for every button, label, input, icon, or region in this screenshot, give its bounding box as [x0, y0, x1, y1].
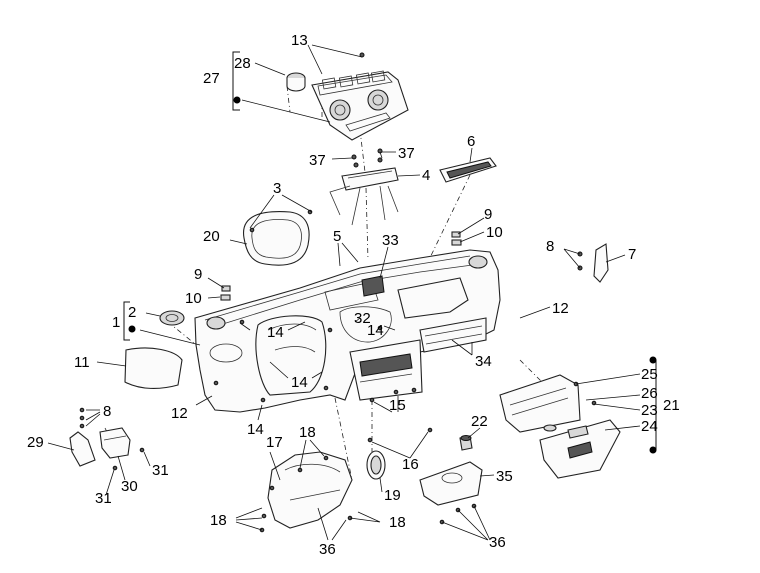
callout-20: 20: [203, 228, 220, 245]
callout-31b: 31: [95, 490, 112, 507]
callout-4: 4: [422, 167, 430, 184]
callout-10b: 10: [185, 290, 202, 307]
cluster-hood-part-20: [243, 209, 313, 266]
callout-19: 19: [384, 487, 401, 504]
callout-35: 35: [496, 468, 513, 485]
callout-32: 32: [354, 310, 371, 327]
callout-2: 2: [128, 304, 136, 321]
glovebox-part-21: [499, 374, 621, 479]
callout-37a: 37: [309, 152, 326, 169]
callout-13: 13: [291, 32, 308, 49]
screw-parts-15-16: [367, 387, 433, 443]
callout-17: 17: [266, 434, 283, 451]
callout-18b: 18: [210, 512, 227, 529]
callout-27: 27: [203, 70, 220, 87]
callout-22: 22: [471, 413, 488, 430]
callout-23: 23: [641, 402, 658, 419]
callout-33: 33: [382, 232, 399, 249]
clip-parts-9-10: [220, 231, 462, 301]
callout-1: 1: [112, 314, 120, 331]
callout-34: 34: [475, 353, 492, 370]
callout-9a: 9: [484, 206, 492, 223]
callout-3: 3: [273, 180, 281, 197]
callout-7: 7: [628, 246, 636, 263]
callout-31a: 31: [152, 462, 169, 479]
callout-36a: 36: [319, 541, 336, 558]
cover-part-11: [124, 347, 183, 389]
bracket-part-29: [69, 407, 96, 467]
column-cover-part-17: [259, 451, 353, 533]
center-vent-panel: [311, 70, 409, 141]
callout-8b: 8: [103, 403, 111, 420]
bezel-part-6: [439, 157, 497, 183]
callout-37b: 37: [398, 145, 415, 162]
tray-part-35: [419, 461, 483, 525]
callout-14b: 14: [367, 322, 384, 339]
callout-18c: 18: [389, 514, 406, 531]
vent-part-2: [159, 310, 185, 326]
switch-part-22: [459, 435, 473, 451]
callout-18a: 18: [299, 424, 316, 441]
callout-14d: 14: [247, 421, 264, 438]
callout-24: 24: [641, 418, 658, 435]
callout-8a: 8: [546, 238, 554, 255]
callout-30: 30: [121, 478, 138, 495]
callout-9b: 9: [194, 266, 202, 283]
group-brackets: [123, 51, 657, 454]
callout-11: 11: [74, 354, 90, 371]
callout-14c: 14: [291, 374, 308, 391]
callout-29: 29: [27, 434, 44, 451]
callout-labels: 13 28 27 6 37 37 4 3 20 5 33 9 10 9 10 8…: [27, 32, 680, 558]
bracket-part-4: [329, 52, 399, 226]
leader-lines: [47, 44, 641, 541]
callout-12a: 12: [552, 300, 569, 317]
bracket-part-30: [99, 427, 145, 471]
callout-6: 6: [467, 133, 475, 150]
callout-25: 25: [641, 366, 658, 383]
callout-5: 5: [333, 228, 341, 245]
callout-36b: 36: [489, 534, 506, 551]
ring-part-19: [366, 450, 386, 480]
bracket-part-7: [577, 243, 609, 283]
knob-part-28: [286, 72, 306, 92]
callout-26: 26: [641, 385, 658, 402]
callout-12b: 12: [171, 405, 188, 422]
callout-10a: 10: [486, 224, 503, 241]
callout-21: 21: [663, 397, 680, 414]
callout-28: 28: [234, 55, 251, 72]
callout-15: 15: [389, 397, 406, 414]
callout-16: 16: [402, 456, 419, 473]
dashboard-main-part-1: [194, 249, 501, 413]
callout-14a: 14: [267, 324, 284, 341]
